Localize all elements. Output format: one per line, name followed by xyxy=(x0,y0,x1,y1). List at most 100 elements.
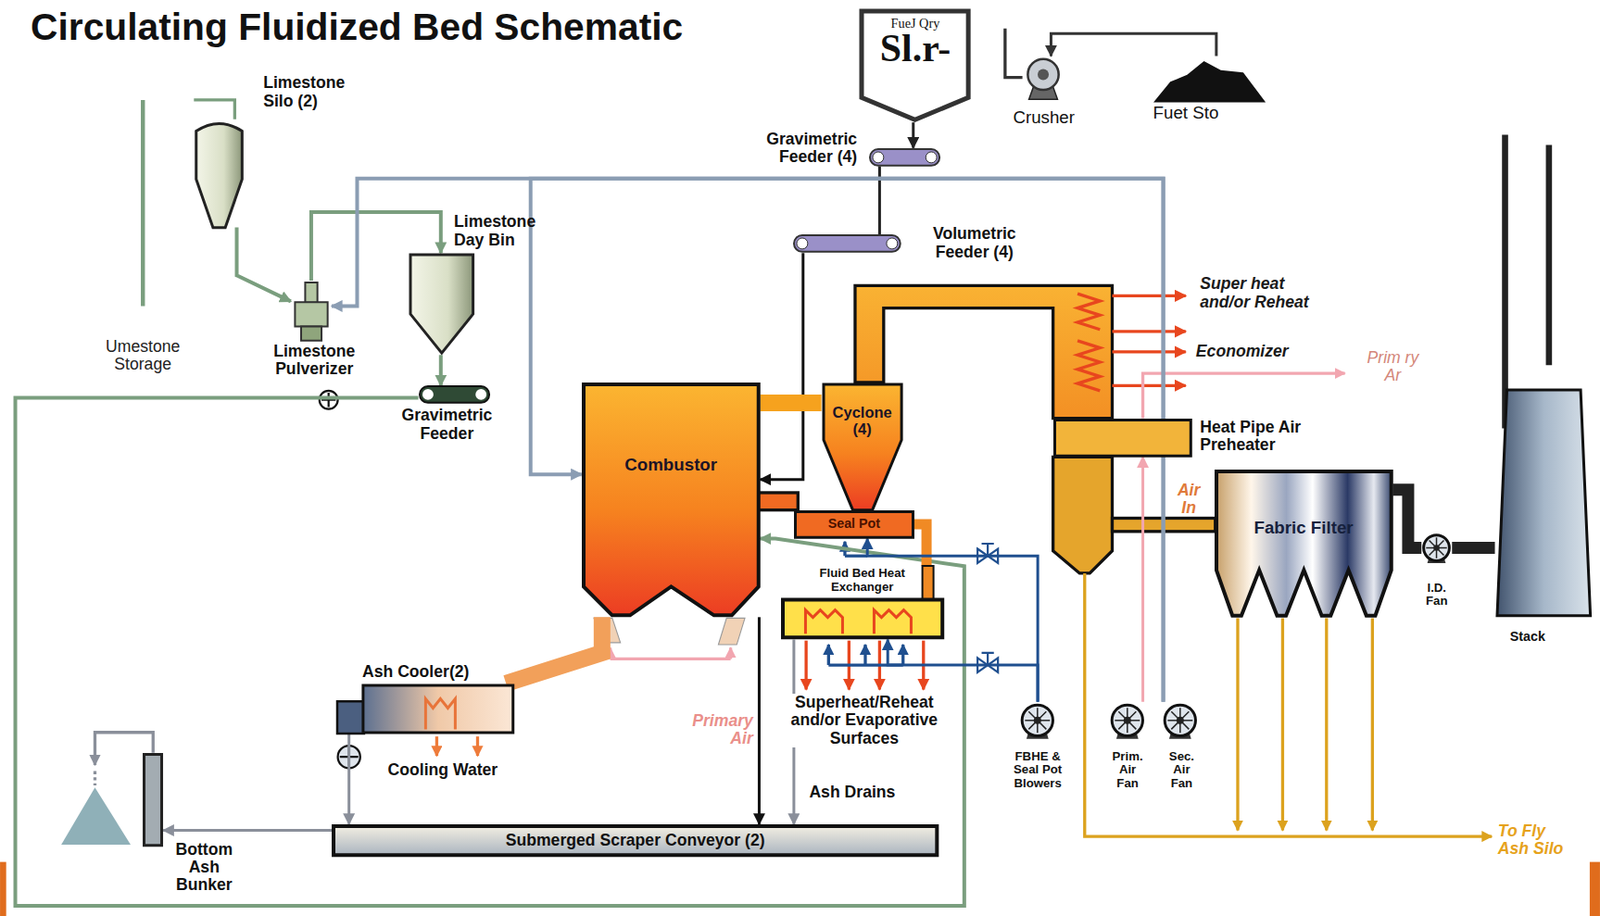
annotation-label: To Fly Ash Silo xyxy=(1498,822,1580,859)
secondary-air-fan: Sec. Air Fan xyxy=(1161,702,1199,740)
shape-part xyxy=(861,11,969,120)
annotation-label: Prim ry Ar xyxy=(1357,349,1429,386)
annotation-label: Air In xyxy=(1172,481,1206,518)
gravimetric-feeder: Gravimetric Feeder (4) xyxy=(869,148,941,167)
shape-group xyxy=(1165,705,1197,739)
shape-part xyxy=(796,238,808,250)
component-label: FueJ Qry xyxy=(891,16,941,32)
shape-part xyxy=(1021,705,1053,736)
shape-svg xyxy=(142,753,164,847)
fluidizing-air-line xyxy=(863,644,867,666)
valve-symbol xyxy=(982,543,995,556)
fly-ash-line xyxy=(1281,617,1285,831)
pipe-connector xyxy=(757,617,761,825)
shape-part xyxy=(1027,58,1059,89)
seal-pot-return xyxy=(756,492,798,511)
component-label: Sl.r- xyxy=(880,30,951,68)
pipe-connector xyxy=(439,354,443,386)
shape-part xyxy=(1165,705,1197,736)
primary-air-line xyxy=(1143,373,1346,418)
pipe-connector xyxy=(878,166,882,236)
text-holder: Combustor xyxy=(581,455,761,476)
stack-pole xyxy=(1546,144,1553,366)
annotation-label: Cooling Water xyxy=(388,761,499,780)
annotation-label: Economizer xyxy=(1196,342,1289,361)
heating-coil xyxy=(1077,293,1100,391)
shape-part xyxy=(419,386,490,404)
component-label: Submerged Scraper Conveyor (2) xyxy=(505,831,766,850)
shape-part xyxy=(304,282,317,303)
volumetric-feeder: Volumetric Feeder (4) xyxy=(793,234,902,253)
shape-group xyxy=(196,123,243,227)
shape-group xyxy=(869,149,940,166)
air-nozzle xyxy=(593,617,745,645)
shape-part xyxy=(475,389,487,401)
steam-arrow xyxy=(1112,294,1186,298)
shape-part xyxy=(1423,535,1450,562)
steam-arrow xyxy=(804,641,807,691)
component-label: Seal Pot xyxy=(828,516,881,532)
shape-part xyxy=(583,384,759,616)
pipe-connector xyxy=(15,398,965,907)
component-label: Bottom Ash Bunker xyxy=(168,841,240,895)
scraper-conveyor: Submerged Scraper Conveyor (2) xyxy=(331,824,939,857)
rotary-valve xyxy=(319,390,339,410)
shape-group xyxy=(861,11,969,120)
shape-part xyxy=(873,610,911,635)
pipe-connector xyxy=(760,394,822,412)
text-holder: Seal Pot xyxy=(793,510,915,540)
steam-arrow xyxy=(1112,329,1186,333)
shape-part xyxy=(793,235,901,252)
shape-part xyxy=(294,302,328,327)
pipe-connector xyxy=(1392,490,1422,549)
shape-part xyxy=(921,566,933,600)
shape-part xyxy=(1153,61,1266,103)
steam-arrow xyxy=(1112,350,1186,353)
limestone-line xyxy=(193,100,235,120)
fluid-bed-heat-exchanger: Fluid Bed Heat Exchanger xyxy=(781,566,945,640)
component-label: Fuet Sto xyxy=(1153,103,1220,124)
shape-part xyxy=(1037,68,1049,80)
component-label: Fluid Bed Heat Exchanger xyxy=(811,566,914,594)
shape-group xyxy=(1021,705,1053,739)
cooling-water-arrow xyxy=(476,736,479,756)
shape-svg xyxy=(1053,418,1193,458)
pipe-connector xyxy=(914,524,927,567)
shape-part xyxy=(1176,717,1185,725)
corner-bar xyxy=(1589,862,1600,916)
air-preheater: Heat Pipe Air Preheater xyxy=(1053,418,1193,458)
shape-svg xyxy=(408,252,476,355)
shape-part xyxy=(1433,544,1440,552)
component-label: Heat Pipe Air Preheater xyxy=(1199,418,1333,455)
pipe-connector xyxy=(237,227,291,303)
limestone-line xyxy=(140,100,145,306)
gravimetric-feeder: Gravimetric Feeder xyxy=(418,385,491,404)
primary-air-line xyxy=(729,647,732,659)
fuel-line xyxy=(1005,28,1023,78)
shape-group xyxy=(823,384,902,511)
stack-pole xyxy=(1501,134,1509,429)
shape-svg xyxy=(336,683,516,735)
fuel-storage-pile: Fuet Sto xyxy=(1153,56,1266,103)
shape-group xyxy=(1423,535,1450,564)
primary-air-line xyxy=(610,647,731,659)
day-bin: Limestone Day Bin xyxy=(408,252,476,355)
shape-group xyxy=(1027,58,1059,99)
shape-group xyxy=(1054,419,1191,456)
primary-air-fan: Prim. Air Fan xyxy=(1108,702,1147,740)
pipe-connector xyxy=(760,252,804,480)
pipe-connector xyxy=(505,617,603,684)
shape-part xyxy=(1054,419,1191,456)
limestone-pulverizer: Limestone Pulverizer xyxy=(290,280,332,342)
bottom-ash-pile xyxy=(61,787,131,845)
shape-group xyxy=(1153,61,1266,103)
fabric-filter: Fabric Filter xyxy=(1214,469,1394,618)
shape-svg xyxy=(418,385,491,404)
shape-part xyxy=(1111,705,1143,736)
shape-svg xyxy=(821,382,904,511)
component-label: Stack xyxy=(1510,629,1546,645)
pipe-connector xyxy=(1451,541,1495,555)
shape-group xyxy=(294,282,328,341)
cooling-water-arrow xyxy=(435,736,439,756)
